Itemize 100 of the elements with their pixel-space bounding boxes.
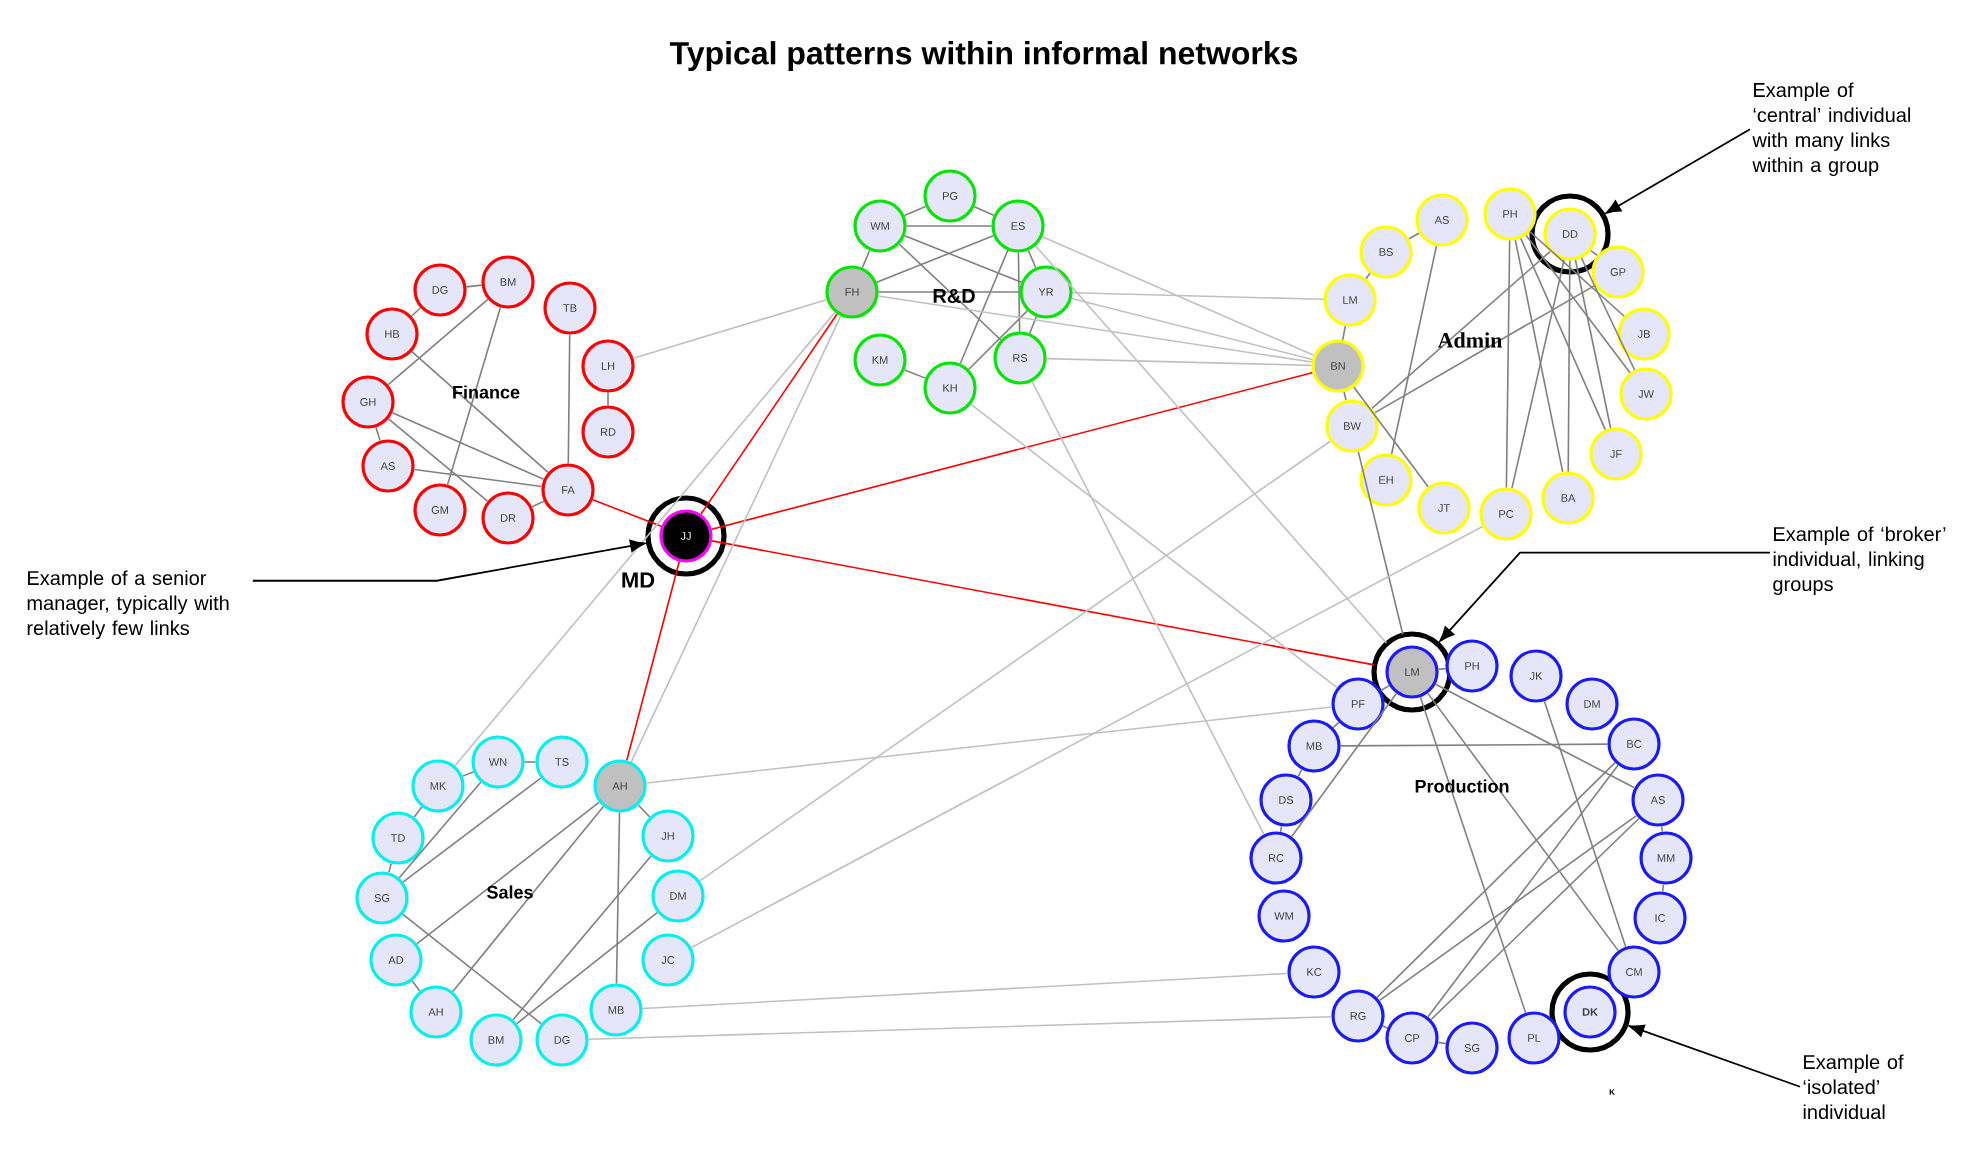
- link-line: [1290, 692, 1398, 838]
- link-line: [1660, 825, 1664, 833]
- link-line: [1390, 245, 1438, 455]
- role-label: MD: [619, 571, 657, 589]
- link-line: [1371, 250, 1551, 410]
- link-line: [410, 307, 422, 317]
- link-line: [1543, 700, 1627, 948]
- link-line: [690, 525, 1484, 949]
- callout-text: Example of a senior manager, typically with relatively few links: [27, 570, 229, 640]
- link-line: [1374, 284, 1596, 414]
- link-line: [523, 761, 537, 763]
- link-line: [630, 315, 842, 763]
- group-label: R&D: [933, 289, 975, 303]
- link-line: [1339, 743, 1609, 747]
- link-line: [531, 500, 545, 508]
- link-line: [1357, 451, 1404, 636]
- link-line: [1034, 245, 1388, 644]
- link-line: [861, 249, 871, 269]
- link-line: [465, 284, 483, 288]
- link-line: [1430, 817, 1640, 1021]
- group-label: Sales: [487, 885, 533, 899]
- link-line: [1045, 357, 1313, 367]
- link-line: [416, 801, 600, 945]
- link-line: [877, 291, 1021, 293]
- link-line: [413, 806, 423, 818]
- title: Typical patterns within informal networks: [669, 41, 1298, 71]
- group-label: Finance: [453, 385, 520, 399]
- leader-arrow: [1628, 1024, 1801, 1088]
- link-line: [626, 560, 680, 762]
- link-line: [1071, 297, 1314, 361]
- link-line: [903, 205, 927, 217]
- link-line: [388, 862, 392, 874]
- link-line: [1567, 259, 1571, 473]
- link-line: [1427, 764, 1619, 1018]
- link-line: [1434, 683, 1636, 789]
- link-line: [711, 540, 1375, 666]
- link-line: [1031, 380, 1265, 836]
- link-line: [1519, 237, 1607, 431]
- link-line: [877, 295, 1313, 363]
- link-line: [1511, 259, 1565, 489]
- link-line: [1505, 239, 1511, 489]
- link-line: [461, 771, 475, 777]
- link-line: [1071, 291, 1325, 301]
- link-line: [903, 235, 1023, 283]
- link-line: [1419, 696, 1527, 1014]
- link-line: [1376, 761, 1616, 999]
- link-line: [1342, 325, 1347, 341]
- link-line: [1437, 667, 1447, 671]
- link-line: [1408, 232, 1420, 240]
- link-line: [1529, 230, 1625, 318]
- link-line: [1353, 386, 1429, 488]
- link-line: [1028, 315, 1038, 335]
- link-line: [1580, 257, 1636, 371]
- leader-arrow: [1439, 551, 1771, 642]
- link-line: [699, 440, 1331, 882]
- link-line: [391, 411, 545, 481]
- link-line: [411, 980, 421, 992]
- link-line: [1297, 768, 1303, 778]
- link-line: [641, 972, 1289, 1010]
- leader-arrow: [251, 539, 646, 582]
- link-line: [1381, 1025, 1389, 1029]
- link-line: [1365, 272, 1371, 280]
- link-line: [607, 391, 609, 407]
- link-line: [587, 1016, 1333, 1040]
- link-line: [512, 855, 652, 1021]
- link-line: [402, 777, 542, 883]
- callout-text: Example of ‘isolated’ individual: [1803, 1054, 1904, 1120]
- link-line: [1017, 251, 1021, 333]
- link-line: [1378, 814, 1638, 1002]
- link-line: [637, 804, 651, 818]
- link-line: [516, 911, 658, 1025]
- link-line: [645, 706, 1333, 784]
- link-line: [1041, 235, 1315, 357]
- group-label: Production: [1415, 779, 1509, 793]
- link-line: [398, 781, 482, 879]
- link-line: [1343, 391, 1347, 401]
- link-line: [411, 350, 549, 474]
- link-line: [1279, 825, 1283, 833]
- link-line: [1027, 249, 1037, 269]
- link-line: [387, 418, 489, 502]
- link-line: [973, 205, 995, 217]
- link-line: [454, 311, 836, 767]
- link-line: [402, 913, 542, 1025]
- link-line: [1525, 234, 1631, 374]
- link-line: [1427, 692, 1619, 952]
- link-line: [905, 225, 993, 227]
- link-line: [1574, 259, 1612, 429]
- link-line: [1437, 1041, 1447, 1045]
- link-line: [959, 249, 1009, 365]
- link-line: [903, 369, 927, 379]
- link-line: [413, 468, 543, 488]
- link-line: [567, 333, 571, 465]
- link-line: [387, 298, 489, 386]
- callout-text: Example of ‘broker’ individual, linking groups: [1773, 526, 1946, 596]
- link-line: [968, 310, 1028, 370]
- link-line: [710, 371, 1314, 531]
- link-line: [898, 243, 1002, 341]
- link-line: [970, 403, 1338, 689]
- leader-arrow: [1605, 128, 1751, 214]
- link-line: [632, 298, 828, 360]
